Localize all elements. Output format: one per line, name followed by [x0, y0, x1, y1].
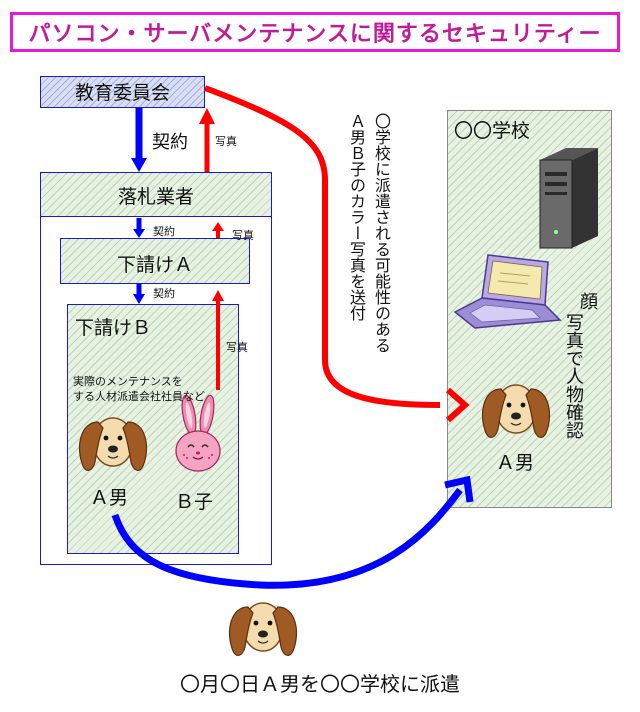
- contractor-header-box: [40, 172, 272, 217]
- contract-label-1: 契約: [152, 132, 188, 153]
- server-icon: [539, 148, 598, 249]
- b-child-rabbit-icon: [175, 394, 221, 472]
- photo-label-1: 写真: [215, 135, 237, 148]
- photo-send-arrow: [203, 85, 470, 423]
- board-box: [40, 76, 205, 108]
- sub-b-note-line1: 実際のメンテナンスを: [73, 375, 183, 388]
- sub-b-note-line2: する人材派遣会社社員など: [73, 390, 205, 403]
- board-label: 教育委員会: [74, 82, 170, 104]
- sub-b-label: 下請けＢ: [75, 317, 152, 339]
- laptop-icon: [453, 254, 562, 329]
- photo-label-3: 写真: [226, 341, 248, 354]
- a-man-dog-icon: [78, 417, 148, 472]
- b-child-label: Ｂ子: [175, 491, 214, 513]
- school-label: 〇〇学校: [454, 120, 531, 142]
- photo-arrow-2: [212, 222, 224, 238]
- sub-a-label: 下請けＡ: [116, 254, 193, 276]
- contract-label-3: 契約: [153, 287, 175, 300]
- a-man-label: Ａ男: [90, 487, 129, 509]
- sub-a-box: [60, 238, 250, 284]
- photo-send-note-col2: Ａ男Ｂ子のカラー写真を送付: [347, 113, 366, 321]
- page-title: パソコン・サーバメンテナンスに関するセキュリティー: [10, 12, 620, 52]
- photo-arrow-1: [199, 108, 215, 172]
- footer-caption: 〇月〇日Ａ男を〇〇学校に派遣: [180, 672, 460, 696]
- contract-arrow-2: [133, 218, 145, 238]
- face-check-col2: 写真で人物確認: [563, 313, 584, 439]
- contract-arrow-1: [131, 108, 147, 172]
- dispatch-arrow: [111, 475, 474, 589]
- school-dog-icon: [481, 384, 551, 439]
- photo-send-note-col1: 〇学校に派遣される可能性のある: [372, 113, 391, 353]
- contract-label-2: 契約: [153, 225, 175, 238]
- contractor-label: 落札業者: [117, 186, 194, 208]
- contract-arrow-3: [133, 284, 145, 304]
- face-check-col1: 顔: [577, 292, 598, 310]
- photo-label-2: 写真: [232, 229, 254, 242]
- footer-dog-icon: [228, 602, 298, 657]
- photo-arrow-3: [212, 290, 224, 390]
- school-a-man-label: Ａ男: [496, 452, 535, 474]
